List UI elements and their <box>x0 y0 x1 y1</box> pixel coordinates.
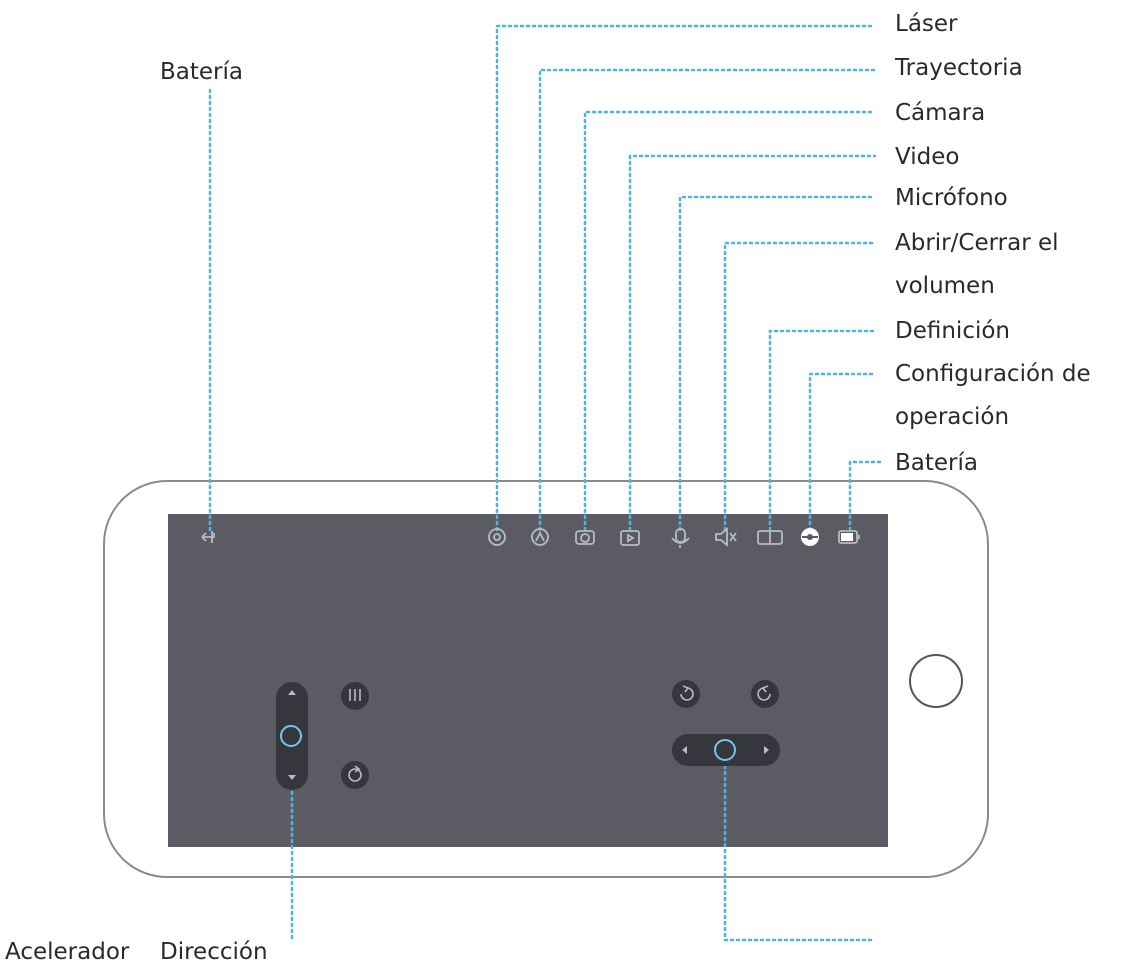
mode-button <box>341 682 369 710</box>
leader-laser <box>495 24 877 532</box>
leader-video <box>628 154 877 532</box>
label-direction: Dirección <box>160 939 268 965</box>
leader-definition <box>768 329 877 532</box>
direction-slider <box>672 734 780 766</box>
leader-microphone <box>678 195 877 532</box>
label-operation-line1: Configuración de <box>895 361 1091 387</box>
leader-volume <box>723 241 877 532</box>
label-volume-line2: volumen <box>895 273 995 299</box>
label-battery-left: Batería <box>160 59 243 85</box>
laser-icon <box>488 528 506 546</box>
rotate-button <box>341 761 369 789</box>
volume-icon <box>715 527 737 547</box>
rotate-left-button <box>672 680 700 708</box>
operation-config-icon <box>801 528 819 546</box>
label-battery-right: Batería <box>895 450 978 476</box>
camera-icon <box>575 530 595 545</box>
rotate-right-button <box>751 680 779 708</box>
label-video: Video <box>895 144 960 170</box>
label-accelerator: Acelerador <box>5 939 130 965</box>
leader-operation <box>808 372 877 532</box>
home-button[interactable] <box>909 654 963 708</box>
label-camera: Cámara <box>895 100 986 126</box>
leader-battery-right <box>848 460 882 532</box>
trajectory-icon <box>531 528 549 546</box>
back-icon <box>201 531 215 543</box>
label-definition: Definición <box>895 318 1010 344</box>
accelerator-slider <box>276 682 308 790</box>
label-operation-line2: operación <box>895 404 1010 430</box>
label-trajectory: Trayectoria <box>895 55 1023 81</box>
leader-trajectory <box>538 68 877 532</box>
leader-camera <box>583 110 877 532</box>
video-icon <box>620 530 640 546</box>
leader-direction <box>723 758 877 942</box>
battery-icon <box>838 530 860 544</box>
definition-icon <box>757 530 783 545</box>
label-laser: Láser <box>895 11 958 37</box>
label-volume-line1: Abrir/Cerrar el <box>895 230 1059 256</box>
label-microphone: Micrófono <box>895 185 1008 211</box>
microphone-icon <box>671 528 690 548</box>
